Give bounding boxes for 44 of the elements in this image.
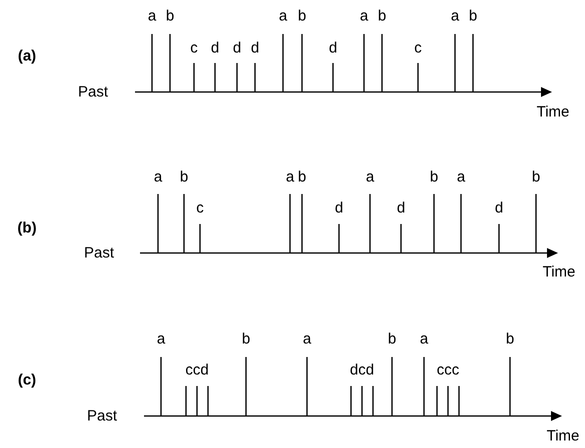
event-label: d <box>328 40 338 56</box>
event-label: a <box>450 8 460 24</box>
axis-label: Past <box>78 84 108 100</box>
event-label: b <box>242 330 250 348</box>
event-label: b <box>506 330 514 348</box>
event-label: b <box>298 168 306 186</box>
event-label: a <box>156 330 166 348</box>
event-label: d <box>334 200 344 216</box>
event-label: b <box>378 8 386 24</box>
event-label: a <box>154 168 162 186</box>
axis-label: Time <box>536 104 570 120</box>
event-label: b <box>468 8 478 24</box>
event-label: b <box>180 168 188 186</box>
event-label: d <box>210 40 220 56</box>
event-label: c <box>190 40 198 56</box>
event-label: a <box>456 168 466 186</box>
axis-label: Time <box>546 428 580 444</box>
event-label: d <box>232 40 242 56</box>
event-label: c <box>196 200 204 216</box>
axis-label: Time <box>542 264 576 280</box>
event-label: d <box>494 200 504 216</box>
event-label: dcd <box>350 362 374 378</box>
event-label: a <box>302 330 312 348</box>
event-label: b <box>388 330 396 348</box>
event-label: a <box>278 8 288 24</box>
event-label: a <box>420 330 428 348</box>
axis-label: Past <box>87 408 117 424</box>
event-label: a <box>286 168 294 186</box>
event-label: d <box>250 40 260 56</box>
event-label: a <box>360 8 368 24</box>
event-label: a <box>366 168 374 186</box>
panel-label: (a) <box>18 48 36 64</box>
event-label: ccc <box>436 362 460 378</box>
event-label: b <box>430 168 438 186</box>
event-label: c <box>414 40 422 56</box>
event-label: ccd <box>185 362 209 378</box>
event-label: d <box>396 200 406 216</box>
event-label: b <box>532 168 540 186</box>
panel-label: (b) <box>17 220 37 236</box>
event-label: a <box>148 8 156 24</box>
axis-label: Past <box>84 244 114 262</box>
panel-label: (c) <box>18 372 36 388</box>
event-label: b <box>298 8 306 24</box>
event-label: b <box>166 8 174 24</box>
